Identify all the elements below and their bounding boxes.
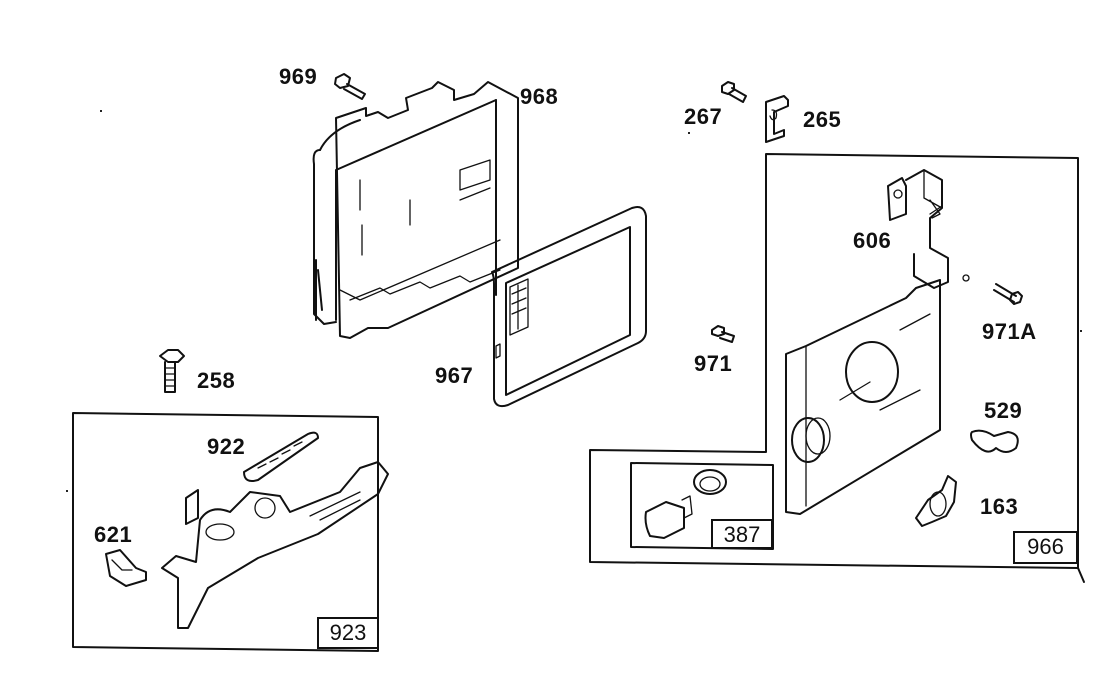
float-bowl-parts-icon — [644, 469, 727, 539]
clip-621-icon — [105, 549, 147, 587]
screw-971-icon — [711, 325, 735, 343]
screw-267-icon — [721, 81, 747, 103]
callout-922: 922 — [207, 434, 246, 459]
kit-label-966: 966 — [1013, 531, 1078, 564]
callout-163: 163 — [980, 494, 1019, 519]
callout-971A: 971A — [982, 319, 1037, 344]
gasket-163-icon — [915, 475, 957, 527]
callout-971: 971 — [694, 351, 733, 376]
callout-267: 267 — [684, 104, 723, 129]
callout-529: 529 — [984, 398, 1023, 423]
tube-529-icon — [970, 429, 1019, 453]
air-cleaner-base-968-icon — [312, 81, 519, 339]
callout-621: 621 — [94, 522, 133, 547]
kit-box-387 — [630, 462, 774, 550]
seal-922-icon — [243, 431, 319, 482]
speck — [1080, 330, 1082, 332]
screw-969-icon — [334, 73, 366, 100]
callout-968: 968 — [520, 84, 559, 109]
kit-box-966 — [589, 153, 1085, 583]
callout-258: 258 — [197, 368, 236, 393]
kit-label-923: 923 — [317, 617, 379, 649]
callout-265: 265 — [803, 107, 842, 132]
carburetor-body-icon — [161, 461, 389, 629]
air-filter-967-icon — [491, 206, 647, 408]
clip-265-icon — [765, 95, 789, 143]
bracket-606-icon — [887, 169, 970, 289]
speck — [100, 110, 102, 112]
kit-box-923 — [72, 412, 379, 652]
speck — [688, 132, 690, 134]
bolt-971A-icon — [993, 283, 1023, 305]
callout-967: 967 — [435, 363, 474, 388]
carburetor-housing-icon — [785, 279, 941, 515]
callout-606: 606 — [853, 228, 892, 253]
kit-label-387: 387 — [711, 519, 773, 549]
speck — [66, 490, 68, 492]
callout-969: 969 — [279, 64, 318, 89]
bolt-258-icon — [159, 349, 185, 393]
